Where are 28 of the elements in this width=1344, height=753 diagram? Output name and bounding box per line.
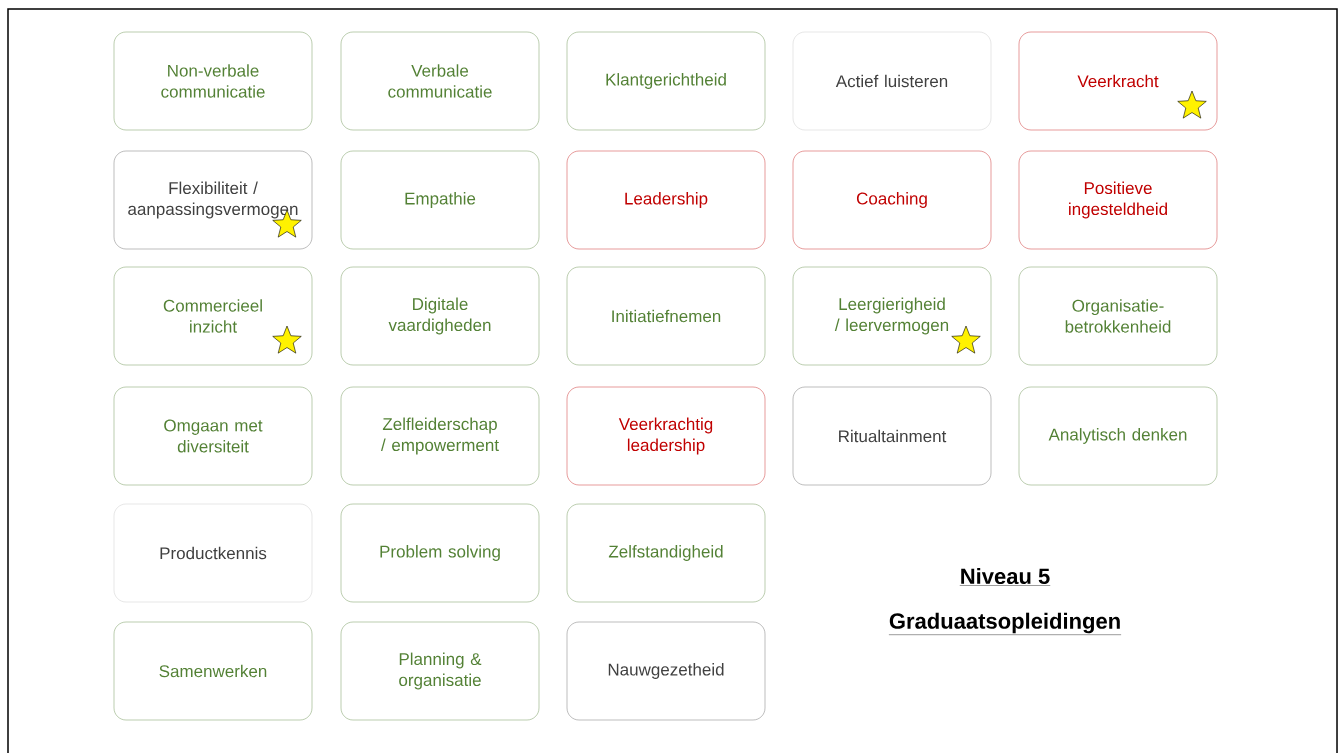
skill-box: Ritualtainment: [792, 386, 992, 486]
skill-box: Veerkracht: [1018, 31, 1218, 131]
skill-box: Problem solving: [340, 503, 540, 603]
skill-box: Planning & organisatie: [340, 621, 540, 721]
skill-box: Samenwerken: [113, 621, 313, 721]
heading: Niveau 5: [959, 567, 1051, 586]
skill-box: Analytisch denken: [1018, 386, 1218, 486]
skill-box: Positieve ingesteldheid: [1018, 150, 1218, 250]
skill-box: Initiatiefnemen: [566, 266, 766, 366]
skill-box: Zelfstandigheid: [566, 503, 766, 603]
skill-box: Leadership: [566, 150, 766, 250]
skill-box: Organisatie-betrokkenheid: [1018, 266, 1218, 366]
skill-box: Non-verbale communicatie: [113, 31, 313, 131]
skill-box: Flexibiliteit / aanpassingsvermogen: [113, 150, 313, 250]
skill-box: Coaching: [792, 150, 992, 250]
skill-box: Productkennis: [113, 503, 313, 603]
skill-box: Omgaan met diversiteit: [113, 386, 313, 486]
skill-box: Commercieel inzicht: [113, 266, 313, 366]
heading: Graduaatsopleidingen: [888, 612, 1122, 635]
skill-box: Empathie: [340, 150, 540, 250]
skill-box: Leergierigheid / leervermogen: [792, 266, 992, 366]
skill-box: Actief luisteren: [792, 31, 992, 131]
skill-box: Nauwgezetheid: [566, 621, 766, 721]
skill-box: Digitale vaardigheden: [340, 266, 540, 366]
skill-box: Veerkrachtig leadership: [566, 386, 766, 486]
skill-box: Verbale communicatie: [340, 31, 540, 131]
skill-box: Klantgerichtheid: [566, 31, 766, 131]
skill-box: Zelfleiderschap / empowerment: [340, 386, 540, 486]
